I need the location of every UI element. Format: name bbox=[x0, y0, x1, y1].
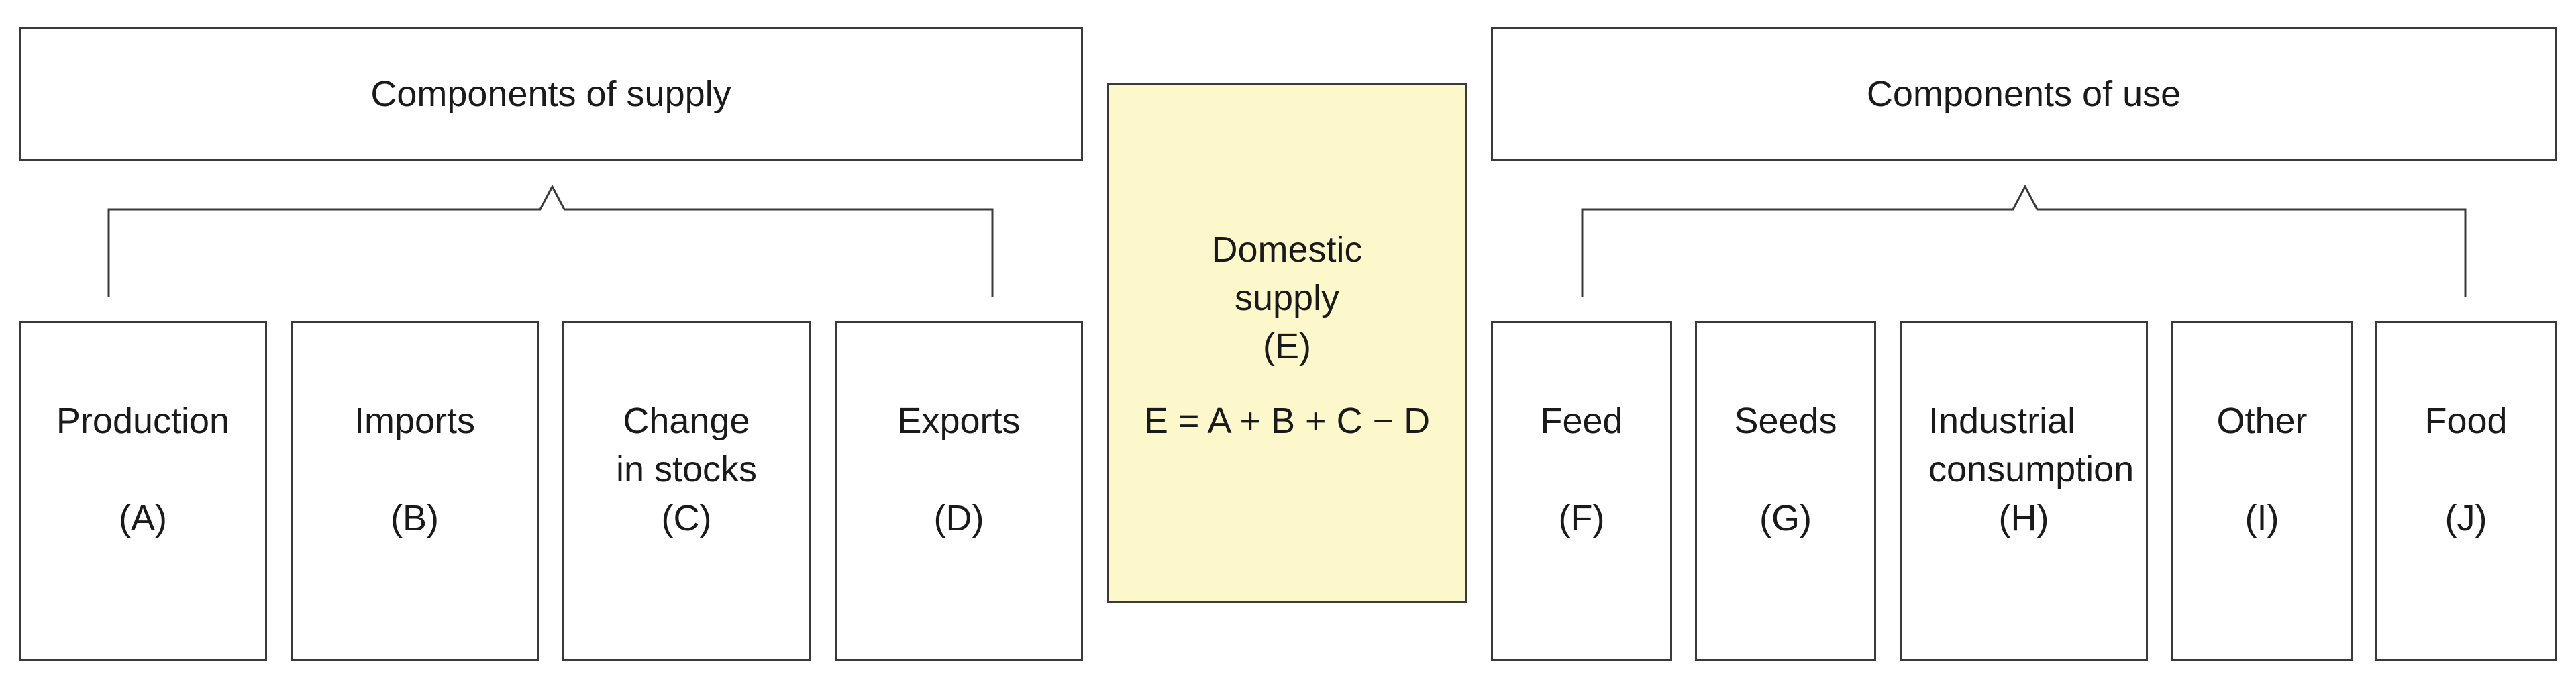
item-code: (B) bbox=[391, 498, 439, 538]
use-header: Components of use bbox=[1491, 27, 2557, 161]
use-item-other: Other (I) bbox=[2171, 321, 2353, 661]
domestic-supply-box: Domestic supply (E) E = A + B + C − D bbox=[1107, 83, 1467, 603]
use-bracket bbox=[1581, 184, 2467, 297]
supply-item-imports: Imports (B) bbox=[291, 321, 539, 661]
item-name: Industrial consumption bbox=[1928, 401, 2134, 489]
item-code: (J) bbox=[2444, 498, 2487, 538]
item-code: (A) bbox=[119, 498, 167, 538]
supply-item-production: Production (A) bbox=[19, 321, 267, 661]
item-name: Food bbox=[2424, 401, 2508, 441]
item-code: (F) bbox=[1558, 498, 1605, 538]
use-item-feed: Feed (F) bbox=[1491, 321, 1672, 661]
domestic-supply-code: (E) bbox=[1263, 326, 1311, 367]
supply-header: Components of supply bbox=[19, 27, 1083, 161]
supply-item-exports: Exports (D) bbox=[835, 321, 1083, 661]
item-name: Change in stocks bbox=[615, 401, 758, 489]
item-code: (C) bbox=[661, 498, 712, 538]
use-header-label: Components of use bbox=[1866, 74, 2181, 114]
supply-header-label: Components of supply bbox=[370, 74, 731, 114]
item-code: (H) bbox=[1998, 498, 2049, 538]
item-name: Imports bbox=[354, 401, 476, 441]
item-code: (G) bbox=[1759, 498, 1812, 538]
use-item-industrial-consumption: Industrial consumption (H) bbox=[1900, 321, 2148, 661]
item-code: (D) bbox=[933, 498, 984, 538]
domestic-supply-formula: E = A + B + C − D bbox=[1143, 401, 1431, 441]
item-name: Feed bbox=[1540, 401, 1623, 441]
supply-item-change-in-stocks: Change in stocks (C) bbox=[562, 321, 811, 661]
item-name: Other bbox=[2216, 401, 2308, 441]
item-name: Seeds bbox=[1734, 401, 1837, 441]
supply-bracket bbox=[107, 184, 994, 297]
use-item-food: Food (J) bbox=[2375, 321, 2557, 661]
domestic-supply-title: Domestic supply bbox=[1211, 230, 1363, 318]
item-code: (I) bbox=[2245, 498, 2279, 538]
item-name: Production bbox=[56, 401, 230, 441]
item-name: Exports bbox=[897, 401, 1021, 441]
use-item-seeds: Seeds (G) bbox=[1695, 321, 1876, 661]
